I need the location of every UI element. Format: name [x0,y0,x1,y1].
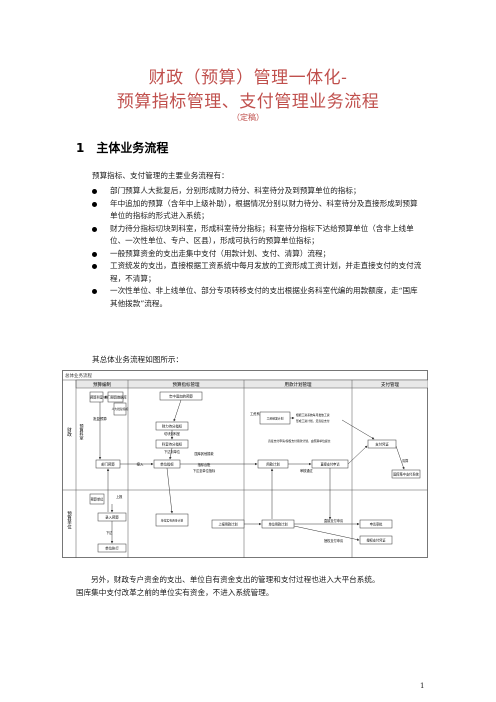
node-unit-exec: 单位执行 [105,546,119,551]
doc-subtitle: （定稿） [232,113,264,122]
column-header-payment: 支付管理 [381,381,399,388]
node-pay-voucher: 支付凭证 [375,442,389,447]
label-direct-pay: 形成工资计划，走直接支付 [296,419,330,423]
node-plan-indicator: 人大批复指标 [112,407,129,411]
lane-sub-office: 预算科室 [80,423,85,440]
business-flow-diagram: 总体业务流程 预算编制 预算指标管理 用款计划管理 支付管理 财政 预算单位 预… [62,370,428,558]
bullet-icon [92,251,97,257]
lane-finance: 财政 [67,426,72,438]
column-header-indicator: 预算指标管理 [173,381,200,388]
column-header-plan: 用款计划管理 [285,381,312,388]
node-unit-box: 预算单位 [91,497,105,502]
node-finance-pending: 财力待分指标 [162,424,183,429]
footer-text: 另外，财政专户资金的支出、单位自有资金支出的管理和支付过程也进入大平台系统。 国… [76,574,426,599]
bullet-item: 部门预算人大批复后，分别形成财力待分、科室待分及到预算单位的指标； [92,185,424,198]
label-indicator-ledger: 指标台账 [198,462,212,467]
footer-paragraph-1: 另外，财政专户资金的支出、单位自有资金支出的管理和支付过程也进入大平台系统。 [91,575,380,584]
label-auth-apply: 授权支付申请 [324,538,344,543]
node-fund-voucher: 授权支付凭证 [366,538,386,543]
intro-paragraph: 预算指标、支付管理的主要业务流程有： [92,171,229,180]
label-unit-plan: 直接支付申请/授权支付用款计划，由预算单位提交 [268,439,331,443]
node-office-pending: 科室待分指标 [162,442,183,447]
flow-arrows [98,395,405,544]
bullet-item: 一次性单位、非上线单位、部分专项转移支付的支出根据业务科室代编的用款额度，走“国… [92,285,424,310]
bullet-item: 工资统发的支出，直接根据工资系统中每月发放的工资形成工资计划，并走直接支付的支付… [92,260,424,285]
node-direct-pay-req: 直接支付申请 [320,462,340,467]
doc-title-line1: 财政（预算）管理一体化- [148,68,348,88]
section-title: 主体业务流程 [96,141,169,155]
node-single-report: 单位实有资金计划 [161,519,184,523]
node-unit-use-plan: 单位用款计划 [268,522,287,527]
label-settle: 清算 [402,458,409,463]
section-number: 1 [76,141,85,155]
label-issue-lower: 下达至单位指标 [193,468,216,473]
diagram-caption: 总体业务流程 [65,372,92,379]
label-plan-pass: 审核通过 [300,468,314,473]
bullet-list: 部门预算人大批复后，分别形成财力待分、科室待分及到预算单位的指标； 年中追加的预… [92,185,424,310]
node-mid-year: 年中追加的预算 [169,394,193,399]
footer-paragraph-2: 国库集中支付改革之前的单位实有资金，不进入系统管理。 [76,587,274,597]
diagram-intro: 其总体业务流程如图所示： [92,355,184,364]
label-salary-link: 根据工资系统每月发放工资 [296,413,330,417]
node-fund-accept: 申请审批 [370,522,384,527]
label-up: 上报 [116,494,123,499]
node-fund-plan: 用款计划 [266,462,280,467]
bullet-icon [92,201,97,207]
node-unit-indicator: 单位指标 [160,462,174,467]
label-issue: 下达 [106,530,113,535]
node-dept-budget: 部门预算 [101,462,115,467]
node-report-plan: 上报用款计划 [218,522,237,527]
bullet-item: 财力待分指标切块到科室，形成科室待分指标；科室待分指标下达给预算单位（含非上线单… [92,223,424,248]
node-dept-budget-db: 部门预算数据库 [104,395,127,400]
bullet-item: 年中追加的预算（含年中上级补助），根据情况分别以财力待分、科室待分及直接形成到预… [92,198,424,223]
lane-budget-unit: 预算单位 [67,510,72,529]
node-salary-plan: 工资统发计划 [267,417,284,421]
column-header-budget-prep: 预算编制 [93,381,111,388]
bullet-icon [92,289,97,294]
bullet-icon [92,226,97,232]
node-budget-office: 预算科室 [90,395,103,400]
label-salary-system: 工资系统 [250,411,264,416]
label-other-alloc: 国库其他拨款 [194,451,214,456]
node-input-budget: 录入预算 [105,515,119,520]
bullet-icon [92,264,97,269]
node-treasury-pay: 国库集中支付系统 [393,472,419,477]
doc-title-line2: 预算指标管理、支付管理业务流程 [116,92,380,112]
bullet-item: 一般预算资金的支出走集中支付（用款计划、支付、清算）流程； [92,248,424,261]
label-issue-unit: 下达到单位 [164,449,181,454]
page-number: 1 [420,682,425,690]
section-heading: 1 主体业务流程 [76,139,168,156]
node-approve-budget: 批复预算 [93,416,107,421]
bullet-icon [92,189,97,194]
label-direct-apply: 直接支付申请 [324,518,344,523]
column-header-row [75,379,428,389]
